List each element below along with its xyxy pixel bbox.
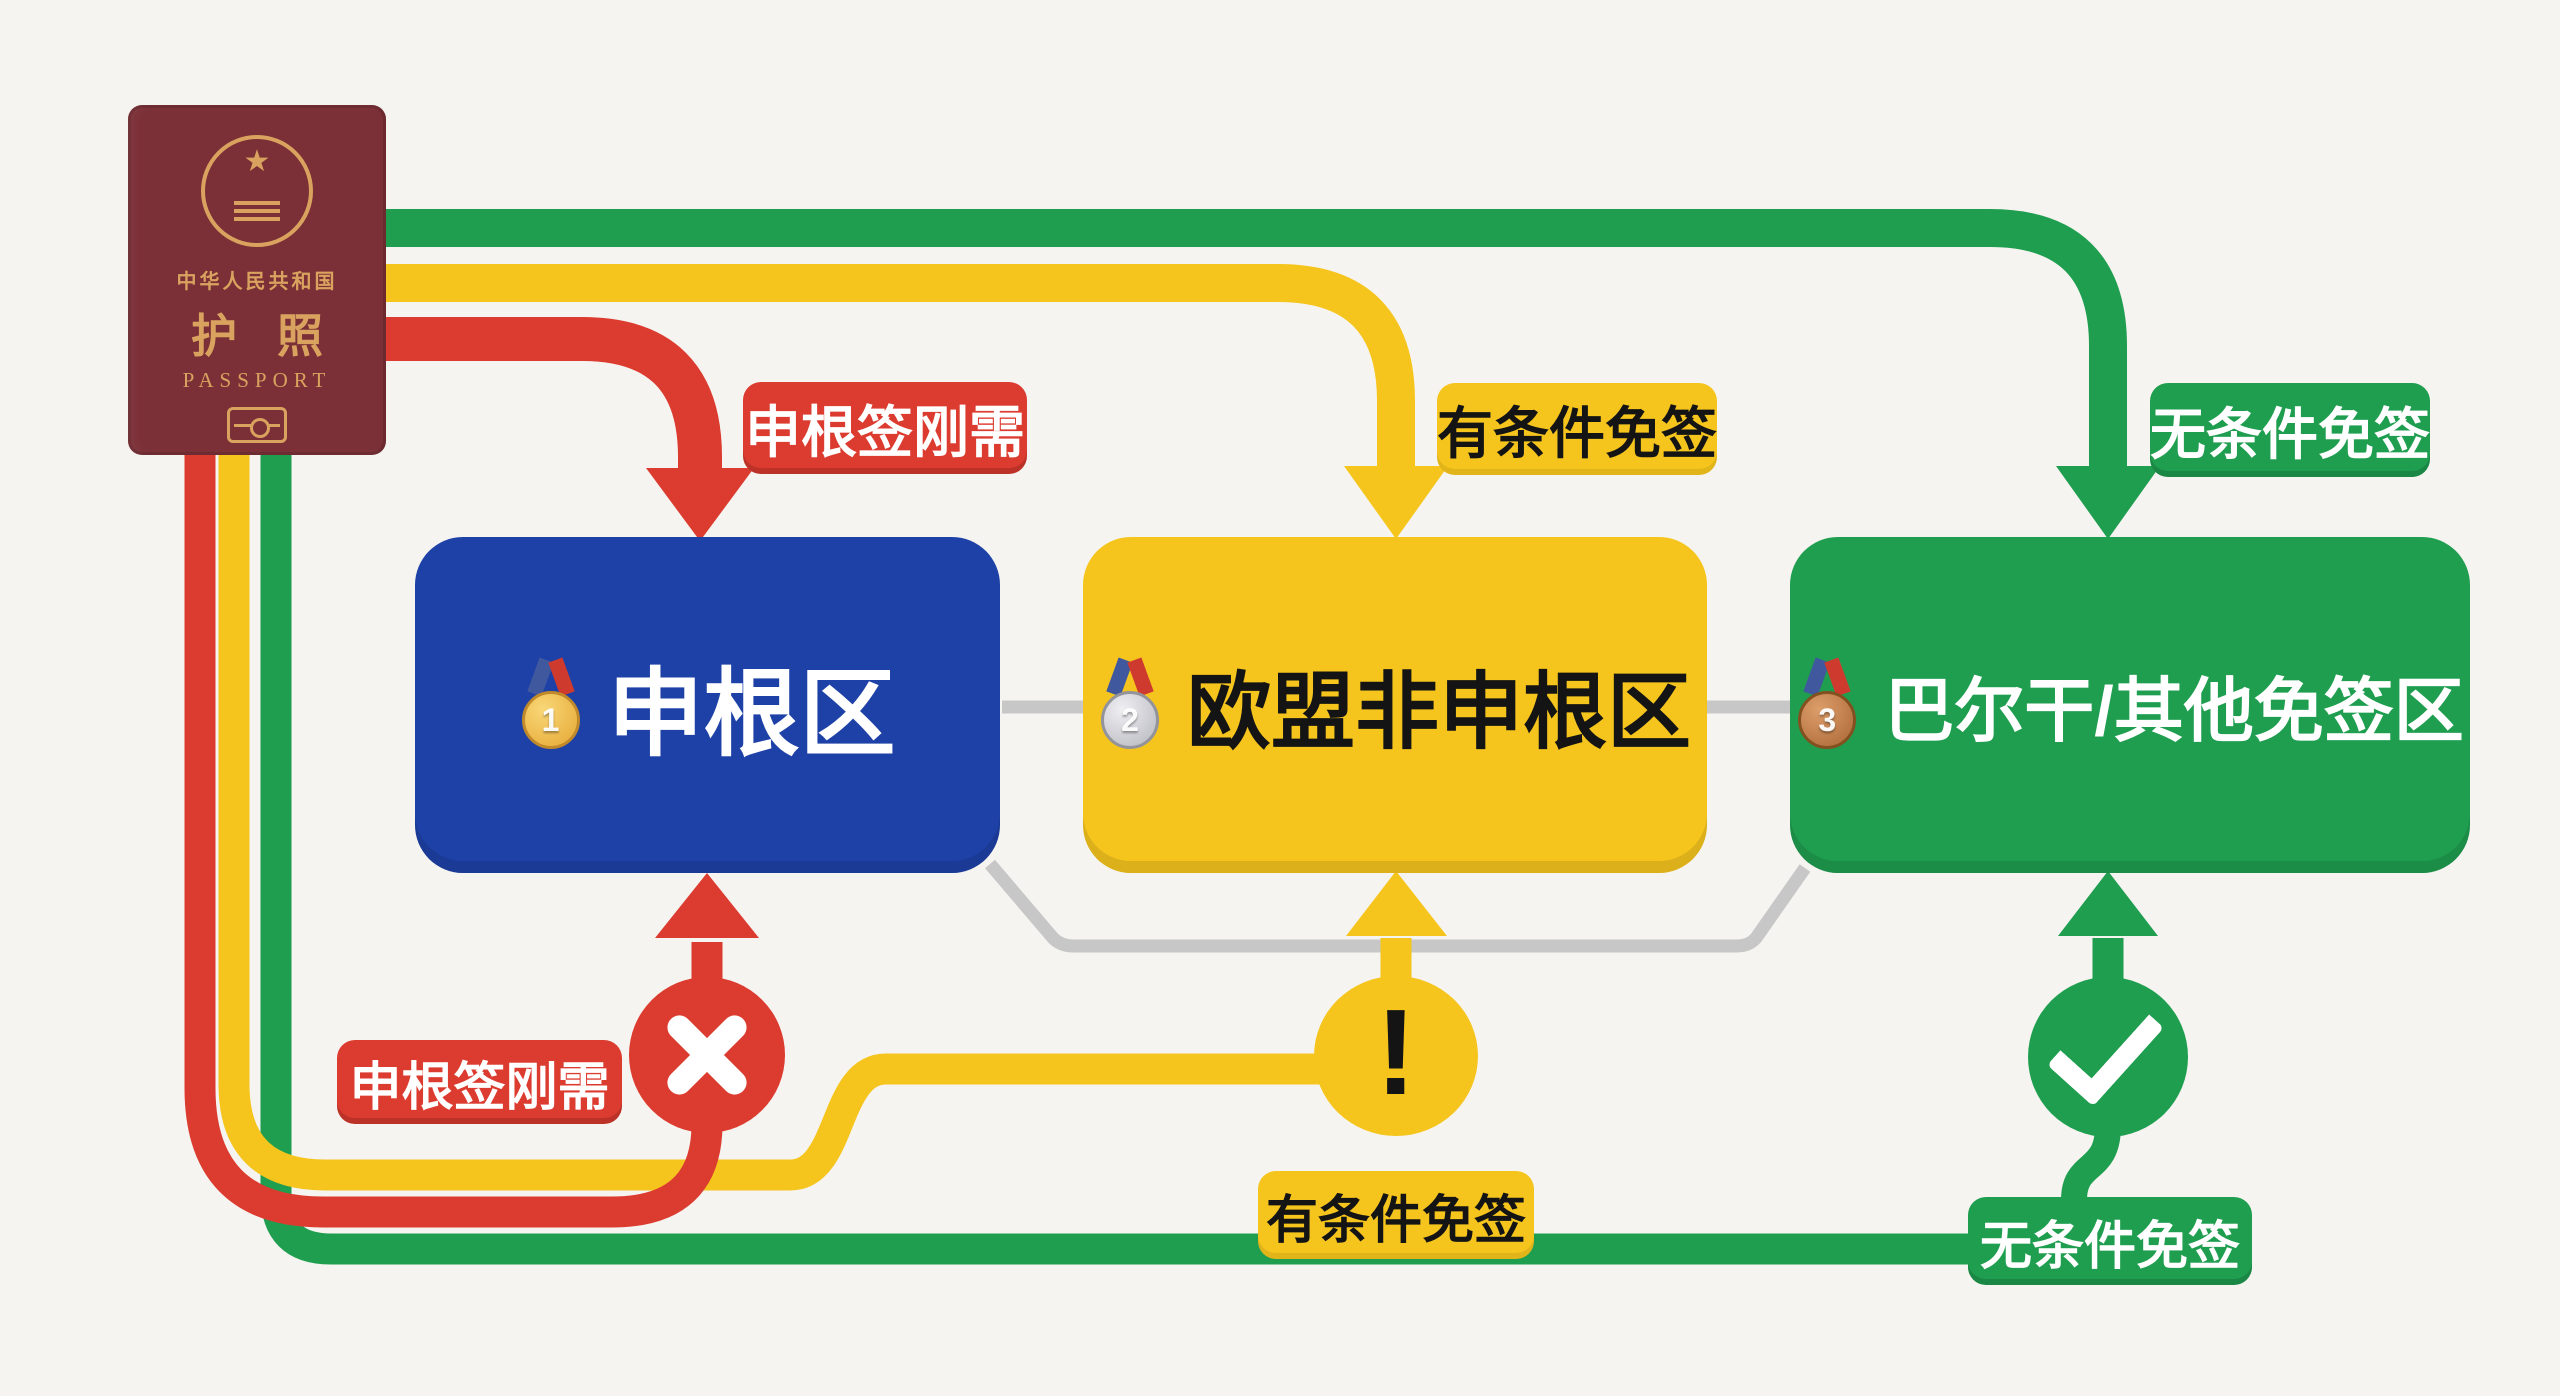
red-route-bottom <box>184 440 723 1228</box>
red-arrowhead-bottom <box>655 873 759 938</box>
exclamation-icon: ! <box>1375 984 1417 1120</box>
green-arrowhead-bottom <box>2058 871 2158 936</box>
green-route-top <box>370 209 2127 472</box>
yellow-arrowhead-top <box>1344 466 1448 539</box>
green-swoosh <box>2061 1125 2121 1201</box>
medal-rank: 1 <box>521 691 580 749</box>
green-arrowhead-top <box>2056 466 2160 539</box>
red-route-top <box>370 317 722 474</box>
yellow-route-bottom <box>218 440 1330 1191</box>
cross-icon <box>629 977 785 1133</box>
status-circle-unconditional <box>2028 977 2188 1137</box>
box-eu-non-schengen: 2 欧盟非申根区 <box>1083 537 1707 873</box>
yellow-arrowhead-bottom <box>1346 871 1447 936</box>
label-unconditional-visa-free-bottom: 无条件免签 <box>1968 1197 2252 1285</box>
yellow-route-top <box>370 264 1415 472</box>
passport-title: 护照 <box>191 310 363 362</box>
gold-medal-icon: 1 <box>520 657 582 751</box>
silver-medal-icon: 2 <box>1099 657 1161 751</box>
label-schengen-visa-required-top: 申根签刚需 <box>743 382 1027 474</box>
label-unconditional-visa-free-top: 无条件免签 <box>2150 383 2430 477</box>
bronze-medal-icon: 3 <box>1796 657 1858 751</box>
label-schengen-visa-required-bottom: 申根签刚需 <box>337 1040 622 1124</box>
china-national-emblem-icon <box>201 135 313 247</box>
passport-country: 中华人民共和国 <box>176 271 338 293</box>
label-conditional-visa-free-bottom: 有条件免签 <box>1258 1171 1534 1259</box>
box-eu-non-schengen-title: 欧盟非申根区 <box>1186 664 1691 759</box>
check-icon <box>2028 977 2188 1137</box>
box-schengen-area: 1 申根区 <box>415 537 1000 873</box>
biometric-chip-icon <box>227 407 287 443</box>
box-schengen-title: 申根区 <box>607 660 896 768</box>
box-balkans-title: 巴尔干/其他免签区 <box>1884 671 2464 750</box>
label-conditional-visa-free-top: 有条件免签 <box>1437 383 1717 475</box>
status-circle-required <box>629 977 785 1133</box>
medal-rank: 2 <box>1100 691 1159 749</box>
box-balkans-visa-free: 3 巴尔干/其他免签区 <box>1790 537 2470 873</box>
chinese-passport: 中华人民共和国 护照 PASSPORT <box>128 105 386 455</box>
passport-subtitle: PASSPORT <box>182 368 332 392</box>
medal-rank: 3 <box>1798 691 1857 749</box>
red-arrowhead-top <box>646 468 754 541</box>
status-circle-conditional: ! <box>1314 976 1478 1136</box>
